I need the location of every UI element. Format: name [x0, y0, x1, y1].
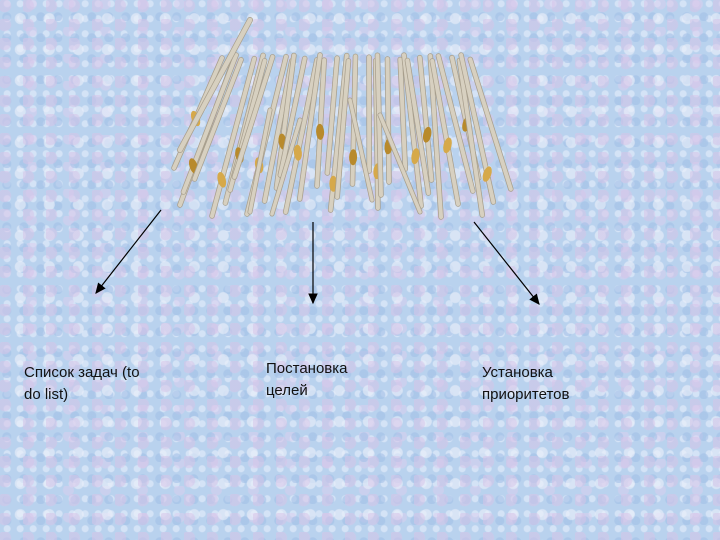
stick-gold-tip [217, 172, 227, 188]
stick [375, 53, 383, 197]
stick [274, 53, 296, 190]
arrow-to-todo [95, 209, 162, 294]
stick [348, 98, 374, 202]
stick [401, 53, 424, 208]
stick-gold-tip [443, 137, 452, 154]
label-priority-setting: Установка приоритетов [482, 364, 570, 403]
stick [210, 56, 257, 218]
stick [428, 53, 444, 219]
sticks-bundle-image [171, 17, 514, 220]
label-goal-setting: Постановка целей [266, 360, 348, 399]
stick [262, 58, 294, 203]
stick [436, 54, 475, 193]
stick [457, 58, 485, 217]
stick [468, 57, 513, 191]
arrow-to-priorities [473, 221, 540, 305]
stick [192, 57, 244, 181]
stick [315, 58, 327, 188]
stick [177, 17, 253, 153]
stick [232, 54, 275, 179]
stick [335, 58, 351, 199]
label-todo-list: Список задач (to do list) [24, 364, 140, 403]
stick-gold-tip [482, 166, 492, 182]
stick [325, 56, 340, 175]
stick [248, 108, 272, 214]
stick [270, 118, 302, 216]
stick-gold-tip [411, 148, 420, 165]
stick [378, 113, 422, 214]
stick-gold-tip [293, 144, 302, 161]
stick-gold-tip [422, 126, 432, 143]
stick [385, 56, 391, 184]
stick [278, 56, 307, 177]
stick [405, 58, 431, 195]
stick-gold-tip [316, 123, 325, 140]
stick-gold-tip [349, 149, 358, 166]
stick [417, 55, 434, 182]
stick [398, 57, 408, 171]
stick [283, 57, 319, 214]
stick [430, 58, 461, 206]
stick [297, 53, 323, 201]
